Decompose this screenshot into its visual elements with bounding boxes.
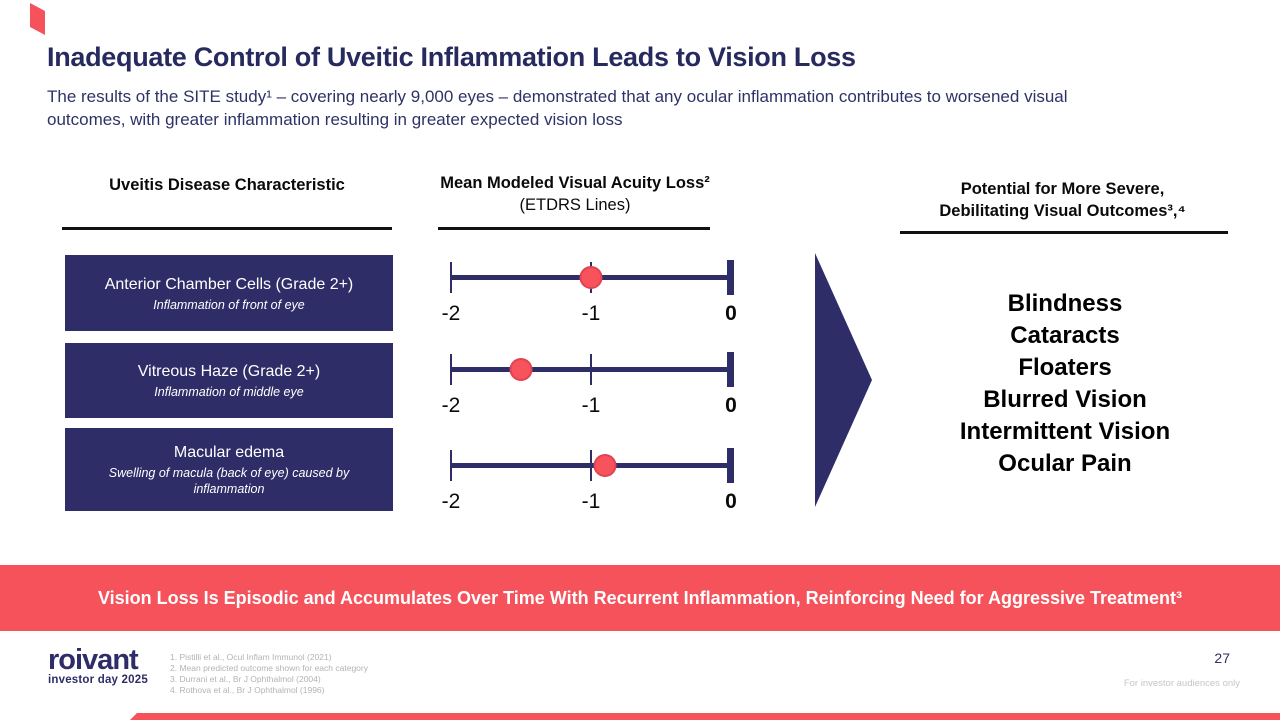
outcome-item: Intermittent Vision (959, 418, 1171, 445)
tick-label: -2 (441, 490, 461, 513)
page-number: 27 (1214, 650, 1230, 666)
axis-endcap (727, 260, 734, 295)
tick-label: 0 (725, 302, 737, 325)
outcomes-header-line2: Debilitating Visual Outcomes³,⁴ (939, 202, 1186, 220)
data-point-dot (593, 454, 617, 477)
data-point-dot (579, 266, 603, 289)
outcome-item: Blurred Vision (983, 386, 1147, 413)
acuity-header-text: Mean Modeled Visual Acuity Loss² (440, 174, 710, 192)
number-line-anterior-chamber: -2 -1 0 (442, 254, 737, 334)
characteristic-name: Vitreous Haze (Grade 2+) (137, 363, 321, 380)
header-underline-characteristic (62, 227, 392, 230)
bottom-banner: Vision Loss Is Episodic and Accumulates … (0, 565, 1280, 631)
page-title: Inadequate Control of Uveitic Inflammati… (47, 42, 856, 72)
column-header-characteristic: Uveitis Disease Characteristic (109, 176, 345, 194)
outcome-item: Ocular Pain (998, 450, 1132, 477)
footnote-line: 1. Pistilli et al., Ocul Inflam Immunol … (170, 652, 332, 662)
number-line-vitreous-haze: -2 -1 0 (442, 346, 737, 426)
outcome-item: Blindness (1007, 290, 1123, 317)
outcomes-list: Blindness Cataracts Floaters Blurred Vis… (900, 288, 1230, 480)
header-underline-outcomes (900, 231, 1228, 234)
acuity-subheader: (ETDRS Lines) (519, 196, 631, 214)
tick-label: -2 (441, 302, 461, 325)
audience-note: For investor audiences only (1123, 678, 1240, 689)
axis-endcap (727, 448, 734, 483)
tick-label: -1 (581, 302, 601, 325)
slide-subtitle: The results of the SITE study¹ – coverin… (47, 87, 1068, 129)
logo-tagline: investor day 2025 (48, 674, 148, 686)
tick-label: 0 (725, 490, 737, 513)
axis-line (451, 463, 731, 468)
roivant-logo: roivant investor day 2025 (48, 645, 148, 686)
banner-text: Vision Loss Is Episodic and Accumulates … (97, 587, 1183, 608)
data-point-dot (509, 358, 533, 381)
header-underline-acuity (438, 227, 710, 230)
characteristic-box-macular-edema: Macular edema Swelling of macula (back o… (65, 428, 393, 511)
outcomes-header-line1: Potential for More Severe, (960, 180, 1165, 198)
footnote-line: 4. Rothova et al., Br J Ophthalmol (1996… (170, 685, 325, 695)
axis-line (451, 367, 731, 372)
right-arrow (815, 253, 872, 507)
number-line-macular-edema: -2 -1 0 (442, 442, 737, 522)
axis-endcap (727, 352, 734, 387)
outcome-item: Cataracts (1010, 322, 1120, 349)
characteristic-description: Inflammation of middle eye (154, 385, 304, 399)
footnote-line: 2. Mean predicted outcome shown for each… (170, 663, 368, 673)
characteristic-description: Inflammation of front of eye (153, 297, 305, 312)
characteristic-name: Macular edema (173, 444, 285, 461)
outcome-item: Floaters (1018, 354, 1112, 381)
footnote-line: 3. Durrani et al., Br J Ophthalmol (2004… (170, 674, 321, 684)
corner-accent-mark (30, 3, 45, 35)
footnotes: 1. Pistilli et al., Ocul Inflam Immunol … (170, 652, 368, 696)
characteristic-box-anterior-chamber: Anterior Chamber Cells (Grade 2+) Inflam… (65, 255, 393, 331)
column-header-acuity: Mean Modeled Visual Acuity Loss² (ETDRS … (425, 172, 725, 216)
characteristic-description: Swelling of macula (back of eye) caused … (108, 466, 350, 496)
column-header-outcomes: Potential for More Severe, Debilitating … (890, 178, 1235, 222)
tick-label: 0 (725, 394, 737, 417)
logo-wordmark: roivant (48, 644, 139, 676)
bottom-accent-strip (130, 713, 1280, 720)
characteristic-name: Anterior Chamber Cells (Grade 2+) (104, 275, 354, 293)
tick-label: -1 (581, 490, 601, 513)
tick-label: -2 (441, 394, 461, 417)
characteristic-box-vitreous-haze: Vitreous Haze (Grade 2+) Inflammation of… (65, 343, 393, 418)
tick-label: -1 (581, 394, 601, 417)
